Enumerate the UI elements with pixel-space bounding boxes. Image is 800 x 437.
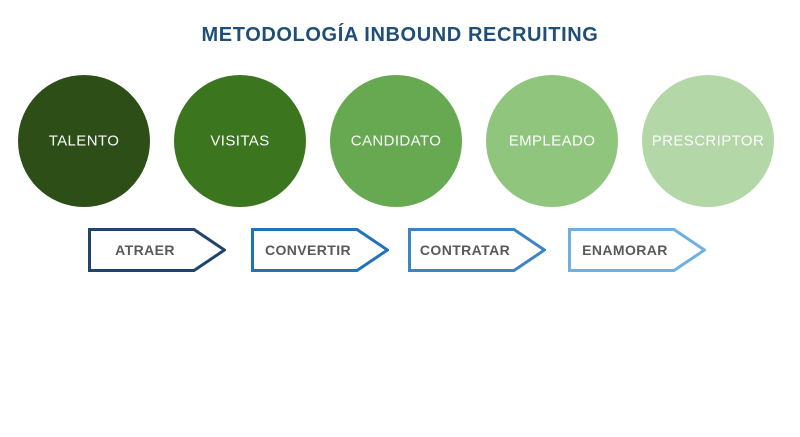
stage-empleado: EMPLEADO — [486, 75, 618, 207]
stage-prescriptor: PRESCRIPTOR — [642, 75, 774, 207]
arrow-label: CONVERTIR — [264, 242, 352, 258]
chevron-arrow-icon — [251, 228, 389, 272]
stage-circle-icon — [18, 75, 150, 207]
stage-label: CANDIDATO — [350, 132, 442, 150]
stage-circle-icon — [642, 75, 774, 207]
stage-visitas: VISITAS — [174, 75, 306, 207]
chevron-arrow-icon — [568, 228, 706, 272]
stage-label: EMPLEADO — [508, 132, 596, 150]
arrow-label: CONTRATAR — [419, 242, 511, 258]
stage-circle-icon — [486, 75, 618, 207]
page-title: METODOLOGÍA INBOUND RECRUITING — [201, 24, 599, 46]
arrow-label: ENAMORAR — [582, 242, 668, 258]
chevron-arrow-icon — [408, 228, 546, 272]
chevron-arrow-icon — [88, 228, 226, 272]
arrow-atraer: ATRAER — [88, 228, 226, 272]
stage-label: VISITAS — [210, 132, 270, 150]
stage-talento: TALENTO — [18, 75, 150, 207]
stage-circle-icon — [174, 75, 306, 207]
arrow-enamorar: ENAMORAR — [568, 228, 706, 272]
arrow-label: ATRAER — [115, 242, 175, 258]
stage-label: TALENTO — [48, 132, 120, 150]
stage-candidato: CANDIDATO — [330, 75, 462, 207]
arrow-convertir: CONVERTIR — [251, 228, 389, 272]
stage-label: PRESCRIPTOR — [651, 132, 765, 150]
arrow-contratar: CONTRATAR — [408, 228, 546, 272]
stage-circle-icon — [330, 75, 462, 207]
